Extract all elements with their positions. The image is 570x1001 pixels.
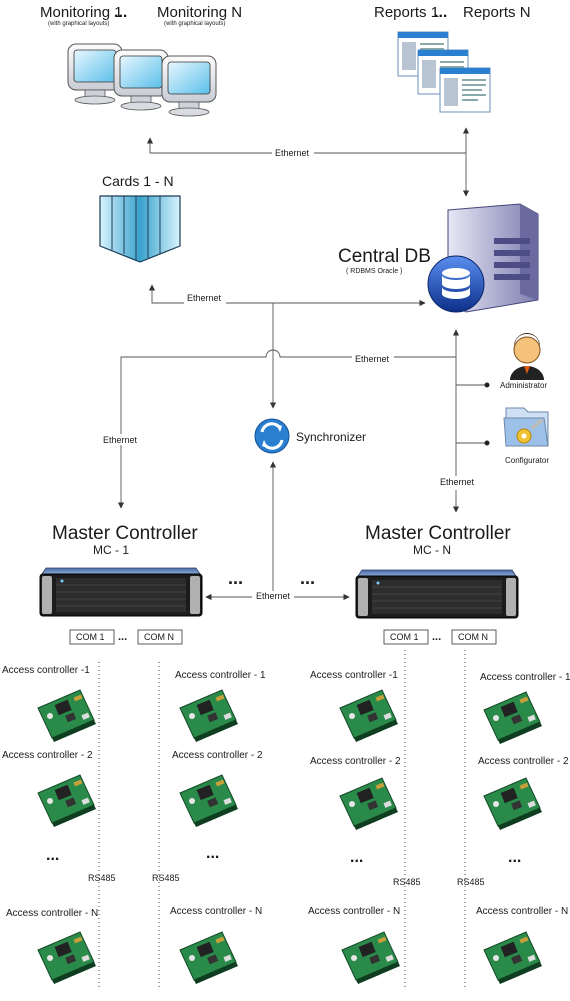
database-icon: [427, 255, 485, 313]
cards-title: Cards 1 - N: [102, 173, 174, 189]
access-controller-label: Access controller -1: [2, 665, 90, 676]
sync-icon: [254, 418, 290, 454]
report-icon: [439, 67, 491, 113]
master-n-title: Master Controller: [365, 523, 511, 544]
rs485-label: RS485: [152, 873, 180, 883]
master-1-subtitle: MC - 1: [93, 543, 129, 557]
access-column-2: Access controller - 1 Access controller …: [170, 670, 266, 985]
cards-icon: [99, 195, 181, 263]
controller-board-icon: [179, 689, 239, 743]
controller-board-icon: [37, 774, 97, 828]
access-controller-label: Access controller -1: [310, 670, 398, 681]
com-ports-mcn: COM 1 ... COM N: [383, 629, 497, 645]
ethernet-label: Ethernet: [103, 435, 138, 445]
ethernet-label: Ethernet: [355, 354, 390, 364]
ethernet-label: Ethernet: [187, 293, 222, 303]
administrator-label: Administrator: [500, 381, 547, 390]
synchronizer-group[interactable]: Synchronizer: [254, 418, 366, 454]
ethernet-link-mc1-db: Ethernet Ethernet Ethernet: [100, 329, 478, 513]
access-controller-label: Access controller - N: [170, 906, 262, 917]
rack-server-icon: [39, 567, 203, 617]
com-port-box: [69, 629, 115, 645]
com-1-label: COM 1: [76, 632, 105, 642]
configurator-group: Configurator: [456, 407, 549, 465]
access-controller-label: Access controller - 2: [172, 750, 263, 761]
rs485-label: RS485: [457, 877, 485, 887]
access-controller-label: Access controller - 2: [478, 756, 569, 767]
rack-server-icon: [355, 569, 519, 619]
central-db-group: Central DB ( RDBMS Oracle ): [338, 203, 539, 313]
controller-board-icon: [483, 777, 543, 831]
administrator-group: Administrator: [456, 333, 547, 390]
access-ellipsis: ...: [508, 849, 521, 866]
controller-board-icon: [37, 931, 97, 985]
ethernet-link-mc-bus: Ethernet ... ...: [205, 568, 350, 602]
com-1-label: COM 1: [390, 632, 419, 642]
com-ports-mc1: COM 1 ... COM N: [69, 629, 183, 645]
com-n-label: COM N: [458, 632, 488, 642]
rs485-label: RS485: [88, 873, 116, 883]
configurator-label: Configurator: [505, 456, 549, 465]
master-1-title: Master Controller: [52, 523, 198, 544]
monitoring-1-note: (with graphical layouts): [48, 21, 109, 27]
access-controller-label: Access controller - 1: [175, 670, 266, 681]
cards-group: Cards 1 - N: [99, 173, 181, 263]
com-port-box: [137, 629, 183, 645]
access-column-3: Access controller -1 Access controller -…: [308, 670, 401, 985]
access-ellipsis: ...: [206, 845, 219, 862]
access-column-4: Access controller - 1 Access controller …: [476, 672, 570, 985]
access-ellipsis: ...: [350, 849, 363, 866]
master-controller-n: Master Controller MC - N: [355, 523, 519, 619]
controller-board-icon: [37, 689, 97, 743]
access-column-1: Access controller -1 Access controller -…: [2, 665, 98, 985]
rs485-buses: RS485 RS485 RS485 RS485: [88, 650, 485, 990]
com-port-box: [451, 629, 497, 645]
administrator-icon: [510, 333, 544, 380]
central-db-subtitle: ( RDBMS Oracle ): [346, 268, 402, 275]
ethernet-label: Ethernet: [440, 477, 475, 487]
access-controller-label: Access controller - 1: [480, 672, 570, 683]
monitoring-1-title: Monitoring 1: [40, 4, 123, 21]
controller-board-icon: [483, 691, 543, 745]
ethernet-link-monitoring: Ethernet: [146, 127, 470, 197]
master-n-subtitle: MC - N: [413, 543, 451, 557]
ethernet-label: Ethernet: [275, 148, 310, 158]
controller-board-icon: [179, 774, 239, 828]
com-port-box: [383, 629, 429, 645]
central-db-title: Central DB: [338, 246, 431, 267]
com-ellipsis: ...: [432, 631, 441, 643]
monitor-icon: [113, 49, 169, 111]
controller-board-icon: [483, 931, 543, 985]
access-controller-label: Access controller - 2: [2, 750, 93, 761]
mc-ellipsis: ...: [228, 568, 243, 588]
com-ellipsis: ...: [118, 631, 127, 643]
monitoring-n-title: Monitoring N: [157, 4, 242, 21]
monitoring-n-note: (with graphical layouts): [164, 21, 225, 27]
monitoring-ellipsis: ...: [114, 4, 127, 21]
controller-board-icon: [341, 931, 401, 985]
monitoring-group: Monitoring 1 (with graphical layouts) ..…: [40, 4, 242, 117]
configurator-icon: [503, 407, 549, 447]
rs485-label: RS485: [393, 877, 421, 887]
com-n-label: COM N: [144, 632, 174, 642]
access-controller-label: Access controller - N: [308, 906, 400, 917]
access-controller-label: Access controller - N: [6, 908, 98, 919]
reports-n-title: Reports N: [463, 4, 531, 21]
controller-board-icon: [339, 777, 399, 831]
access-controller-label: Access controller - 2: [310, 756, 401, 767]
access-ellipsis: ...: [46, 847, 59, 864]
reports-group: Reports 1 ... Reports N: [374, 4, 531, 113]
ethernet-label: Ethernet: [256, 591, 291, 601]
controller-board-icon: [179, 931, 239, 985]
reports-1-title: Reports 1: [374, 4, 439, 21]
access-controller-label: Access controller - N: [476, 906, 568, 917]
ethernet-link-cards: Ethernet: [148, 284, 426, 308]
reports-ellipsis: ...: [434, 4, 447, 21]
master-controller-1: Master Controller MC - 1: [39, 523, 203, 617]
mc-ellipsis: ...: [300, 568, 315, 588]
controller-board-icon: [339, 689, 399, 743]
synchronizer-label: Synchronizer: [296, 430, 366, 444]
monitor-icon: [161, 55, 217, 117]
